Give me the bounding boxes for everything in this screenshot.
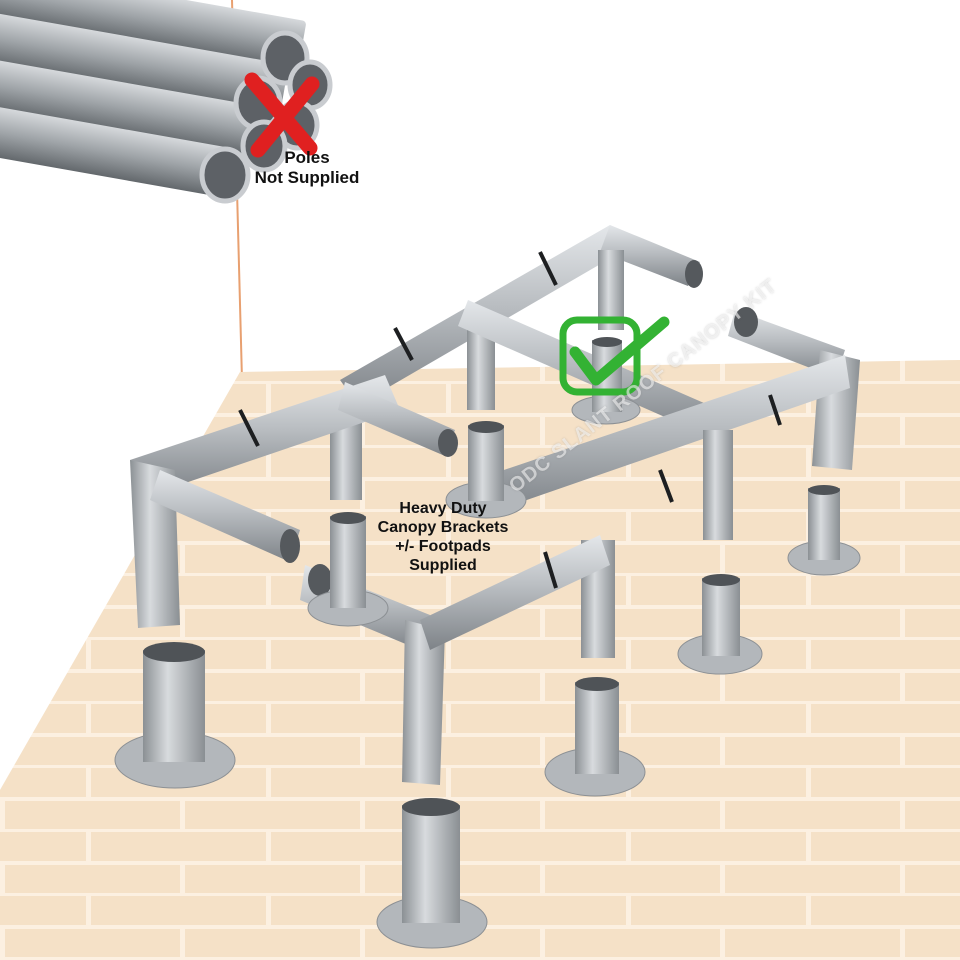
footpad (571, 337, 641, 425)
footpad (677, 574, 763, 675)
footpad (307, 512, 389, 627)
brackets-label-line4: Supplied (409, 556, 477, 574)
check-icon (559, 316, 670, 396)
footpad (376, 798, 488, 949)
brackets-supplied-label: Heavy Duty Canopy Brackets +/- Footpads … (358, 500, 528, 576)
poles-label-line1: Poles (284, 148, 330, 167)
brackets-label-line2: Canopy Brackets (377, 518, 509, 536)
footpads (114, 337, 861, 949)
poles-label-line2: Not Supplied (254, 168, 360, 188)
cross-icon (244, 72, 320, 158)
footpad (445, 421, 527, 519)
footpad (114, 642, 236, 789)
poles-not-supplied-label: Poles Not Supplied (232, 148, 382, 188)
footpad (787, 485, 861, 576)
brackets-label-line3: +/- Footpads (395, 537, 491, 555)
brackets-label-line1: Heavy Duty (399, 500, 487, 517)
footpad (544, 677, 646, 797)
